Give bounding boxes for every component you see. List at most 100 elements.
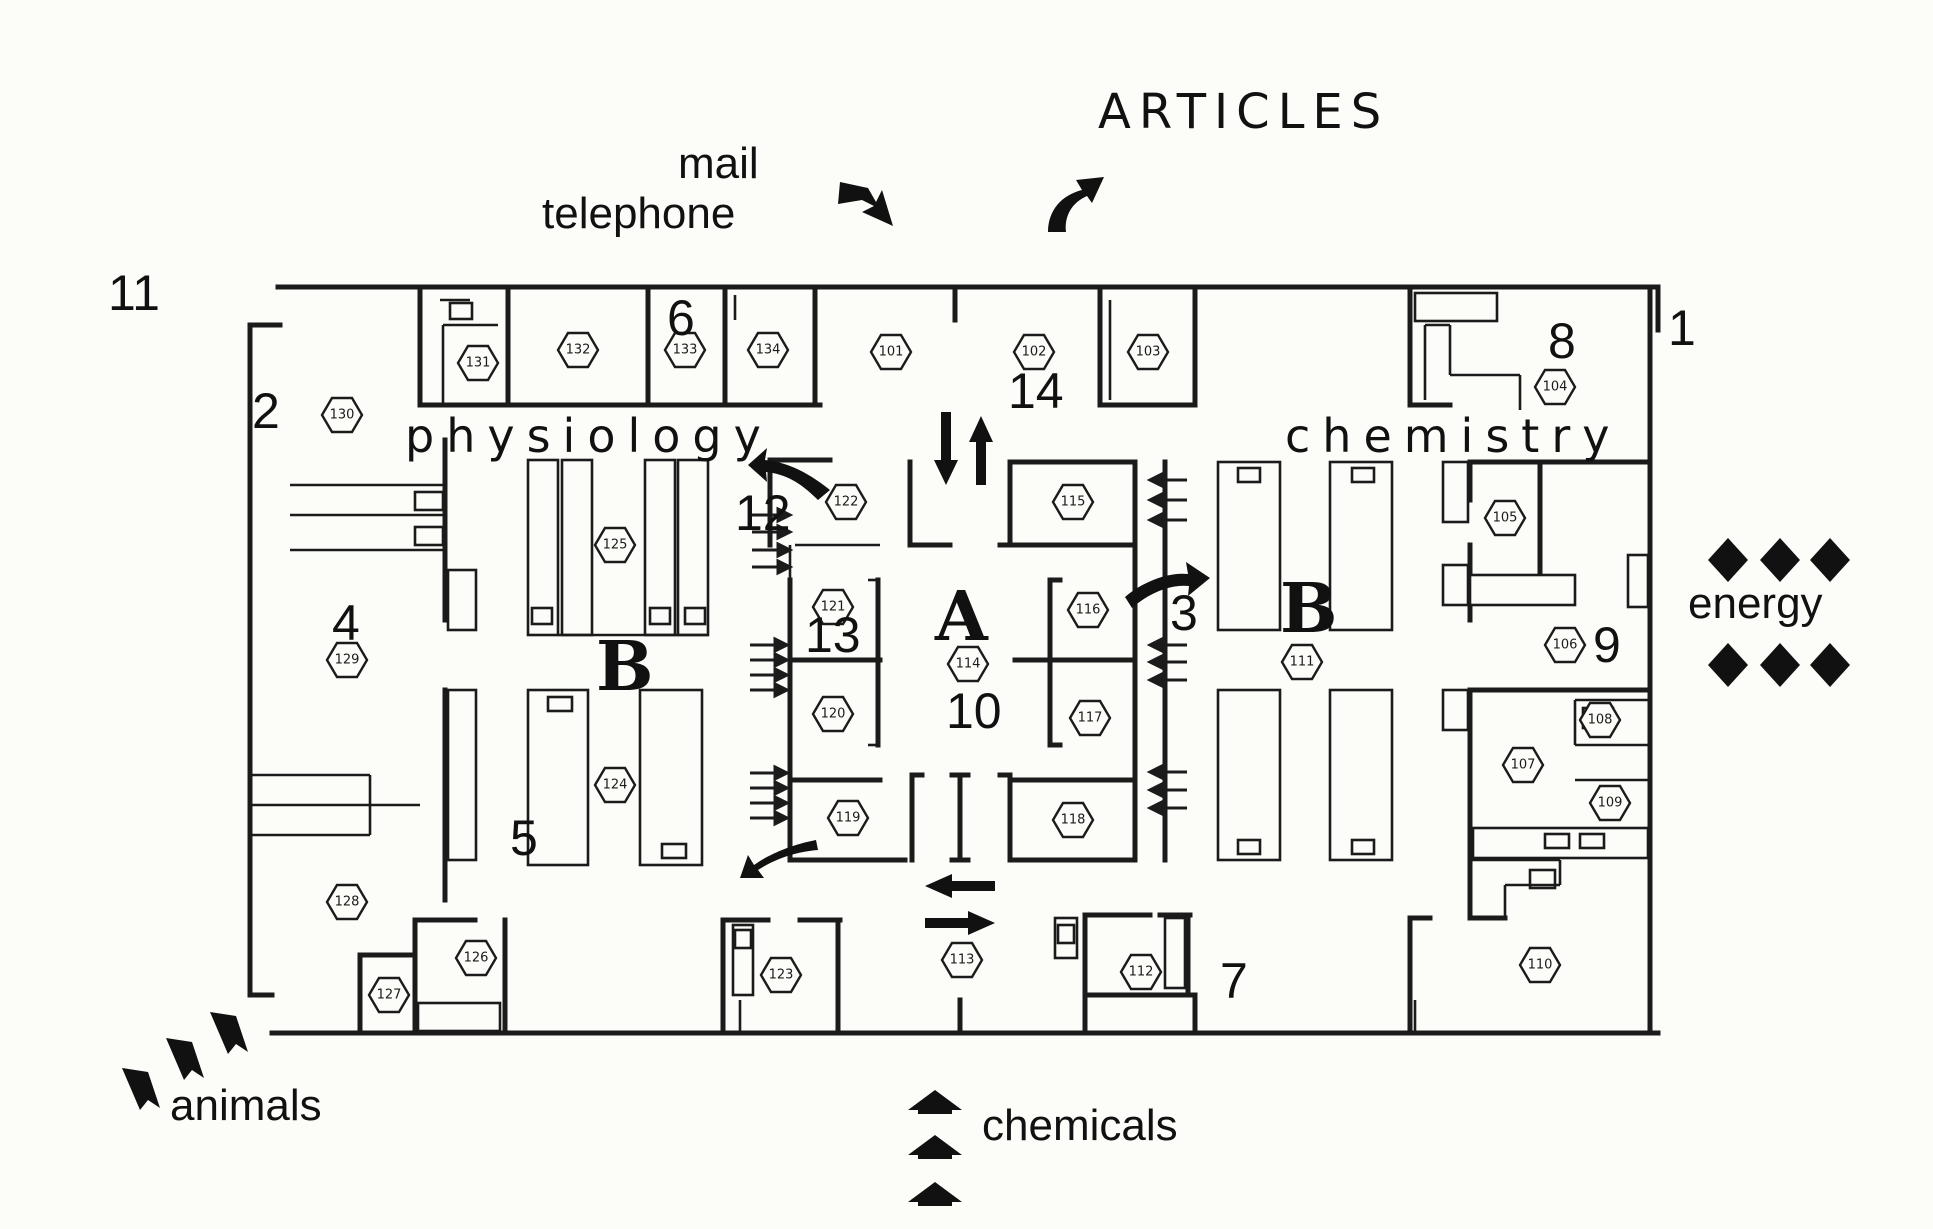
- room-hex: 120: [811, 695, 855, 733]
- room-number: 102: [1022, 345, 1047, 360]
- animals-arrow-icon: [166, 1038, 204, 1080]
- energy-arrow-icon: [1708, 643, 1748, 687]
- energy-arrow-icon: [1760, 643, 1800, 687]
- room-hex: 109: [1588, 784, 1632, 822]
- room-number: 132: [566, 343, 591, 358]
- number-10: 10: [946, 683, 1002, 739]
- physiology-label: physiology: [405, 409, 773, 463]
- energy-arrows: [1708, 538, 1850, 687]
- room-hex: 131: [456, 344, 500, 382]
- central-core: [767, 457, 1168, 1036]
- room-number: 111: [1290, 655, 1315, 670]
- left-wing: [250, 437, 843, 1036]
- mail-arrow-icon: [838, 182, 893, 226]
- room-number: 118: [1061, 813, 1086, 828]
- room-hex: 102: [1012, 333, 1056, 371]
- room-number: 105: [1493, 511, 1518, 526]
- room-hex: 111: [1280, 643, 1324, 681]
- room-number: 103: [1136, 345, 1161, 360]
- room-number: 116: [1076, 603, 1101, 618]
- chemicals-label: chemicals: [982, 1101, 1178, 1150]
- animals-arrows: [122, 1012, 248, 1110]
- number-1: 1: [1668, 300, 1696, 356]
- room-number: 126: [464, 951, 489, 966]
- energy-arrow-icon: [1708, 538, 1748, 582]
- room-number: 127: [377, 988, 402, 1003]
- room-hex: 129: [325, 641, 369, 679]
- room-hex: 107: [1501, 746, 1545, 784]
- chemicals-arrow-icon: [908, 1090, 962, 1110]
- left-benches: [526, 458, 710, 867]
- top-offices: [417, 289, 1522, 410]
- room-number: 134: [756, 343, 781, 358]
- room-number: 117: [1078, 711, 1103, 726]
- arrow-group-left-upper: [752, 506, 794, 576]
- arrow-group-left-middle: [750, 636, 791, 699]
- room-hex: 114: [946, 645, 990, 683]
- chemicals-arrow-icon: [908, 1135, 962, 1155]
- arrow-group-left-lower: [750, 764, 791, 827]
- room-labels: 131 132 133 134 101 102 103 104 130 105 …: [320, 331, 1632, 1014]
- room-number: 130: [330, 408, 355, 423]
- room-hex: 130: [320, 396, 364, 434]
- right-wing: [1053, 459, 1653, 1036]
- number-6: 6: [667, 290, 695, 346]
- room-number: 109: [1598, 796, 1623, 811]
- flow-arrows: [122, 177, 1850, 1206]
- room-hex: 116: [1066, 591, 1110, 629]
- room-hex: 118: [1051, 801, 1095, 839]
- room-hex: 110: [1518, 946, 1562, 984]
- telephone-label: telephone: [542, 189, 735, 238]
- room-hex: 126: [454, 939, 498, 977]
- room-number: 110: [1528, 958, 1553, 973]
- room-hex: 115: [1051, 483, 1095, 521]
- room-number: 107: [1511, 758, 1536, 773]
- number-14: 14: [1008, 363, 1064, 419]
- room-hex: 124: [593, 766, 637, 804]
- energy-label: energy: [1688, 579, 1823, 628]
- room-hex: 128: [325, 883, 369, 921]
- number-3: 3: [1170, 585, 1198, 641]
- area-b-left-label: B: [596, 627, 653, 707]
- room-hex: 134: [746, 331, 790, 369]
- room-number: 113: [950, 953, 975, 968]
- energy-arrow-icon: [1810, 538, 1850, 582]
- room-number: 133: [673, 343, 698, 358]
- room-number: 112: [1129, 965, 1154, 980]
- arrow-left-icon: [925, 874, 995, 898]
- room-number: 128: [335, 895, 360, 910]
- room-number: 101: [879, 345, 904, 360]
- number-13: 13: [805, 607, 861, 663]
- room-number: 119: [836, 811, 861, 826]
- animals-label: animals: [170, 1081, 322, 1130]
- room-hex: 127: [367, 976, 411, 1014]
- number-7: 7: [1220, 953, 1248, 1009]
- room-number: 131: [466, 356, 491, 371]
- room-hex: 123: [759, 956, 803, 994]
- room-number: 115: [1061, 495, 1086, 510]
- energy-arrow-icon: [1810, 643, 1850, 687]
- arrow-up-icon: [969, 416, 993, 485]
- room-number: 125: [603, 538, 628, 553]
- room-hex: 103: [1126, 333, 1170, 371]
- room-hex: 125: [593, 526, 637, 564]
- curved-arrow-icon: [740, 840, 818, 878]
- mail-label: mail: [678, 139, 759, 188]
- number-2: 2: [252, 383, 280, 439]
- room-number: 122: [834, 495, 859, 510]
- room-number: 120: [821, 707, 846, 722]
- room-hex: 132: [556, 331, 600, 369]
- chemicals-arrows: [908, 1090, 962, 1206]
- articles-arrow-icon: [1048, 177, 1104, 232]
- number-9: 9: [1593, 617, 1621, 673]
- room-hex: 104: [1533, 368, 1577, 406]
- room-number: 121: [821, 600, 846, 615]
- labels: ARTICLES mail telephone energy animals c…: [108, 84, 1823, 1150]
- room-hex: 133: [663, 331, 707, 369]
- number-4: 4: [332, 595, 360, 651]
- area-a-label: A: [934, 577, 989, 657]
- room-number: 104: [1543, 380, 1568, 395]
- arrow-right-icon: [925, 911, 995, 935]
- area-b-right-label: B: [1280, 569, 1337, 649]
